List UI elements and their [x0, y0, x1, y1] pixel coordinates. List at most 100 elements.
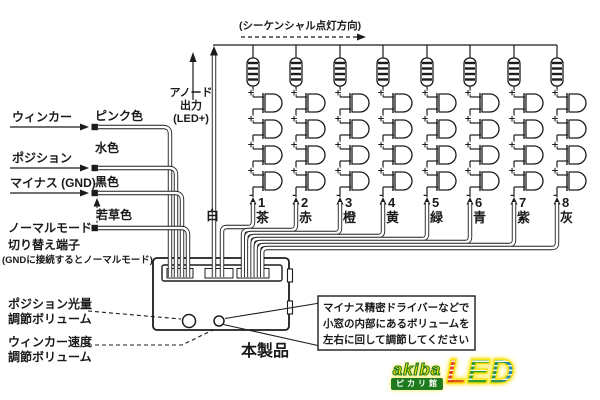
callout-note: マイナス精密ドライバーなどで 小窓の内部にあるボリュームを 左右に回して調節して…	[323, 302, 470, 346]
svg-text:-: -	[510, 139, 514, 149]
sequence-direction-label: (シーケンシャル点灯方向)	[239, 20, 362, 32]
svg-text:+: +	[421, 115, 429, 125]
input-normalmode-color-label: 若草色	[96, 208, 133, 222]
svg-text:+: +	[508, 167, 516, 177]
svg-text:+: +	[508, 115, 516, 125]
svg-text:+: +	[377, 141, 385, 151]
logo-akiba-text: akiba	[392, 359, 442, 379]
led-column-number: 7	[519, 195, 527, 210]
svg-text:+: +	[334, 115, 342, 125]
led-column-color: 青	[473, 210, 487, 225]
svg-text:-: -	[466, 191, 470, 201]
svg-text:-: -	[249, 113, 253, 123]
position-volume-label-1: ポジション光量	[8, 297, 93, 311]
logo-pikarikan-text: ピカリ館	[391, 377, 443, 390]
svg-text:-: -	[466, 113, 470, 123]
logo-led-text: LED	[445, 353, 515, 391]
winker-volume-label-1: ウィンカー速度	[8, 335, 93, 349]
led-column-number: 3	[345, 195, 353, 210]
svg-text:+: +	[247, 141, 255, 151]
svg-text:-: -	[249, 191, 253, 201]
svg-text:-: -	[249, 165, 253, 175]
svg-text:+: +	[508, 141, 516, 151]
svg-text:+: +	[290, 89, 298, 99]
led-column-number: 5	[432, 195, 440, 210]
svg-text:+: +	[551, 115, 559, 125]
led-column-color: 黄	[386, 210, 400, 225]
svg-text:+: +	[290, 141, 298, 151]
svg-text:+: +	[464, 141, 472, 151]
svg-text:-: -	[292, 191, 296, 201]
input-minus-label: マイナス (GND)	[10, 176, 96, 190]
svg-text:-: -	[379, 165, 383, 175]
svg-text:-: -	[292, 165, 296, 175]
svg-text:+: +	[377, 89, 385, 99]
svg-text:+: +	[464, 89, 472, 99]
svg-text:-: -	[336, 191, 340, 201]
svg-text:-: -	[336, 139, 340, 149]
svg-text:-: -	[336, 113, 340, 123]
svg-text:+: +	[334, 141, 342, 151]
svg-text:-: -	[510, 165, 514, 175]
svg-text:+: +	[421, 141, 429, 151]
led-column-color: 灰	[560, 210, 574, 225]
led-column-number: 4	[388, 195, 396, 210]
svg-text:-: -	[553, 165, 557, 175]
svg-text:+: +	[421, 89, 429, 99]
svg-text:+: +	[551, 141, 559, 151]
svg-text:-: -	[292, 113, 296, 123]
svg-text:-: -	[510, 191, 514, 201]
svg-text:-: -	[553, 113, 557, 123]
svg-text:-: -	[423, 113, 427, 123]
svg-text:-: -	[249, 139, 253, 149]
svg-text:+: +	[247, 167, 255, 177]
input-normalmode-label-2: 切り替え端子	[8, 238, 81, 252]
svg-text:-: -	[423, 165, 427, 175]
svg-text:+: +	[464, 115, 472, 125]
input-winker-label: ウィンカー	[12, 110, 73, 124]
product-label: 本製品	[241, 343, 290, 360]
led-column-color: 茶	[256, 210, 270, 225]
anode-output-label: アノード 出力 (LED+)	[169, 87, 213, 125]
led-column-number: 6	[475, 195, 483, 210]
input-normalmode-label-1: ノーマルモード	[8, 221, 93, 235]
winker-volume-label-2: 調節ボリューム	[8, 350, 92, 364]
svg-text:+: +	[247, 89, 255, 99]
svg-text:-: -	[466, 139, 470, 149]
svg-text:-: -	[423, 139, 427, 149]
led-column-number: 8	[562, 195, 570, 210]
svg-text:+: +	[464, 167, 472, 177]
input-winker-color-label: ピンク色	[95, 109, 144, 123]
svg-text:+: +	[334, 167, 342, 177]
input-position-label: ポジション	[12, 151, 73, 165]
svg-text:+: +	[377, 167, 385, 177]
svg-text:+: +	[551, 89, 559, 99]
svg-text:+: +	[421, 167, 429, 177]
svg-text:-: -	[379, 139, 383, 149]
position-volume-label-2: 調節ボリューム	[8, 312, 92, 326]
akiba-led-logo: akiba ピカリ館 LED	[391, 353, 515, 396]
svg-text:-: -	[510, 113, 514, 123]
svg-text:-: -	[423, 191, 427, 201]
svg-text:-: -	[379, 191, 383, 201]
led-column-color: 赤	[299, 210, 313, 225]
svg-text:-: -	[379, 113, 383, 123]
input-position-color-label: 水色	[95, 141, 120, 155]
svg-text:+: +	[508, 89, 516, 99]
led-column-color: 緑	[430, 210, 444, 225]
svg-text:-: -	[553, 139, 557, 149]
led-column-number: 2	[301, 195, 309, 210]
svg-text:+: +	[290, 115, 298, 125]
input-minus-color-label: 黒色	[95, 175, 120, 189]
svg-text:+: +	[334, 89, 342, 99]
svg-text:-: -	[292, 139, 296, 149]
input-normalmode-note: (GNDに接続するとノーマルモード)	[2, 255, 153, 266]
white-wire-label: 白	[206, 208, 220, 223]
led-column-color: 紫	[517, 210, 531, 225]
svg-text:+: +	[290, 167, 298, 177]
led-column-number: 1	[258, 195, 266, 210]
svg-text:-: -	[466, 165, 470, 175]
svg-text:-: -	[553, 191, 557, 201]
led-column-color: 橙	[343, 210, 357, 225]
